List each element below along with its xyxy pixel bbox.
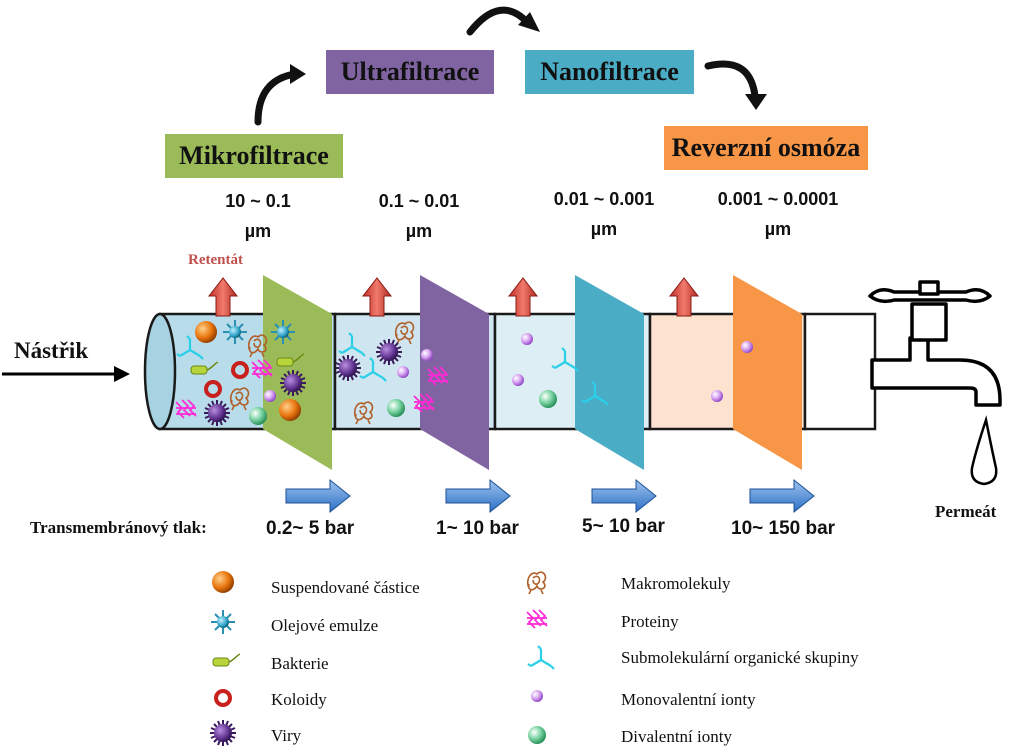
stage-title-nano: Nanofiltrace (525, 50, 694, 94)
legend-item-label: Makromolekuly (621, 574, 731, 593)
water-drop-icon (970, 415, 998, 486)
bacteria-icon (212, 653, 241, 667)
legend-icons (209, 571, 556, 747)
divalent-ion-icon (528, 726, 546, 744)
pressure-title: Transmembránový tlak: (30, 518, 207, 537)
suspended-particle-icon (212, 571, 234, 593)
legend-item-label: Submolekulární organické skupiny (621, 648, 859, 667)
particles-stage-4 (711, 341, 753, 402)
legend-item-label: Koloidy (271, 690, 327, 709)
stage-title-text: Mikrofiltrace (179, 141, 329, 170)
pressure-nano: 5~ 10 bar (582, 516, 665, 537)
pressure-ro: 10~ 150 bar (731, 518, 836, 539)
monovalent-ion-icon (531, 690, 543, 702)
feed-label: Nástřik (14, 338, 89, 363)
virus-icon (209, 719, 237, 747)
stage-title-text: Ultrafiltrace (340, 57, 480, 86)
legend-item-label: Olejové emulze (271, 616, 379, 635)
particles-stage-2 (334, 321, 449, 425)
colloid-icon (214, 689, 232, 707)
stage-title-ro: Reverzní osmóza (664, 126, 868, 170)
stage-title-micro: Mikrofiltrace (165, 134, 343, 178)
particles-stage-1 (175, 319, 307, 427)
oil-emulsion-icon (210, 609, 236, 635)
retentate-label: Retentát (188, 252, 243, 268)
legend-item-label: Viry (271, 726, 302, 745)
stage-title-ultra: Ultrafiltrace (326, 50, 494, 94)
pressure-ultra: 1~ 10 bar (436, 518, 519, 539)
stage-title-text: Nanofiltrace (540, 57, 679, 86)
legend-item-label: Bakterie (271, 654, 329, 673)
permeate-label: Permeát (935, 502, 997, 521)
protein-icon (526, 609, 548, 629)
legend-item-label: Proteiny (621, 612, 679, 631)
faucet-icon (868, 280, 1002, 407)
retentate-arrows (207, 277, 700, 317)
submolecular-group-icon (526, 644, 556, 671)
pressure-micro: 0.2~ 5 bar (266, 518, 355, 539)
membrane-ultra (420, 275, 489, 470)
legend-item-label: Monovalentní ionty (621, 690, 756, 709)
pipe-inlet (143, 312, 177, 431)
membrane-nano (575, 275, 644, 470)
legend-item-label: Suspendované částice (271, 578, 420, 597)
membrane-ro (733, 275, 802, 470)
process-arrows (254, 6, 759, 126)
stage-title-text: Reverzní osmóza (671, 133, 861, 162)
legend-item-label: Divalentní ionty (621, 727, 732, 746)
pressure-arrows (285, 478, 815, 514)
macromolecule-icon (526, 571, 547, 595)
particles-stage-3 (512, 333, 610, 408)
